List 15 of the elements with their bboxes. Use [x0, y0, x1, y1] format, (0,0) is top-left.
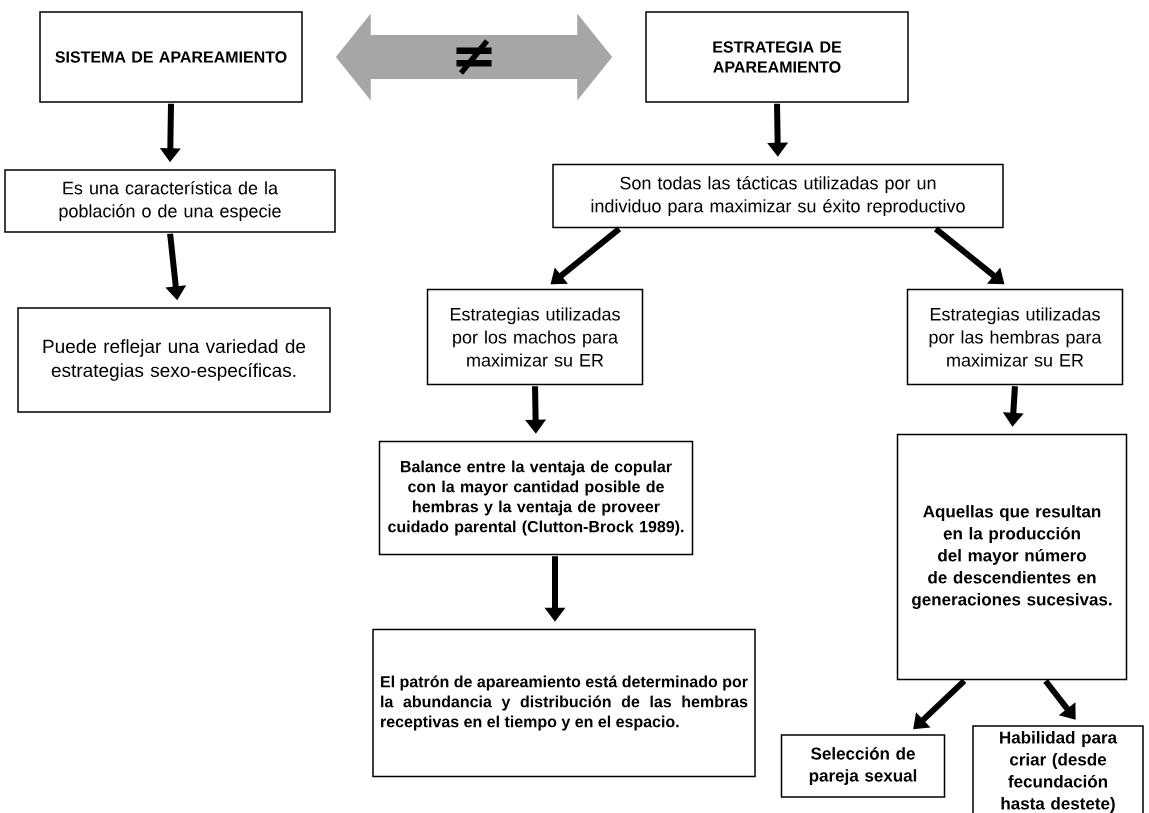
text-box: Habilidad para criar (desde fecundación hasta destete) — [972, 725, 1144, 813]
text-box: El patrón de apareamiento está determinado por la abundancia y distribución de las hembras receptivas en el tiempo y en el espacio. — [372, 628, 756, 778]
text-box: Es una característica de la población o de una especie — [4, 169, 336, 233]
text-box: Aquellas que resultan en la producción del mayor número de descendientes en generaciones sucesivas. — [896, 433, 1128, 681]
text-box: Puede reflejar una variedad de estrategias sexo-específicas. — [17, 307, 331, 413]
text-box: Estrategias utilizadas por los machos para maximizar su ER — [426, 288, 644, 386]
text-box: SISTEMA DE APAREAMIENTO — [39, 11, 303, 103]
text-box: Selección de pareja sexual — [780, 734, 946, 798]
text-box: Estrategias utilizadas por las hembras para maximizar su ER — [906, 288, 1124, 386]
text-box: ESTRATEGIA DE APAREAMIENTO — [645, 11, 909, 103]
edge-label: ≠ — [449, 38, 499, 76]
text-box: Balance entre la ventaja de copular con la mayor cantidad posible de hembras y la ventaja de proveer cuidado parental (Clutton-Brock 1989). — [378, 440, 694, 556]
text-box: Son todas las tácticas utilizadas por un individuo para maximizar su éxito reproductivo — [552, 163, 1004, 229]
arrow — [913, 678, 967, 730]
arrow — [1043, 679, 1076, 720]
